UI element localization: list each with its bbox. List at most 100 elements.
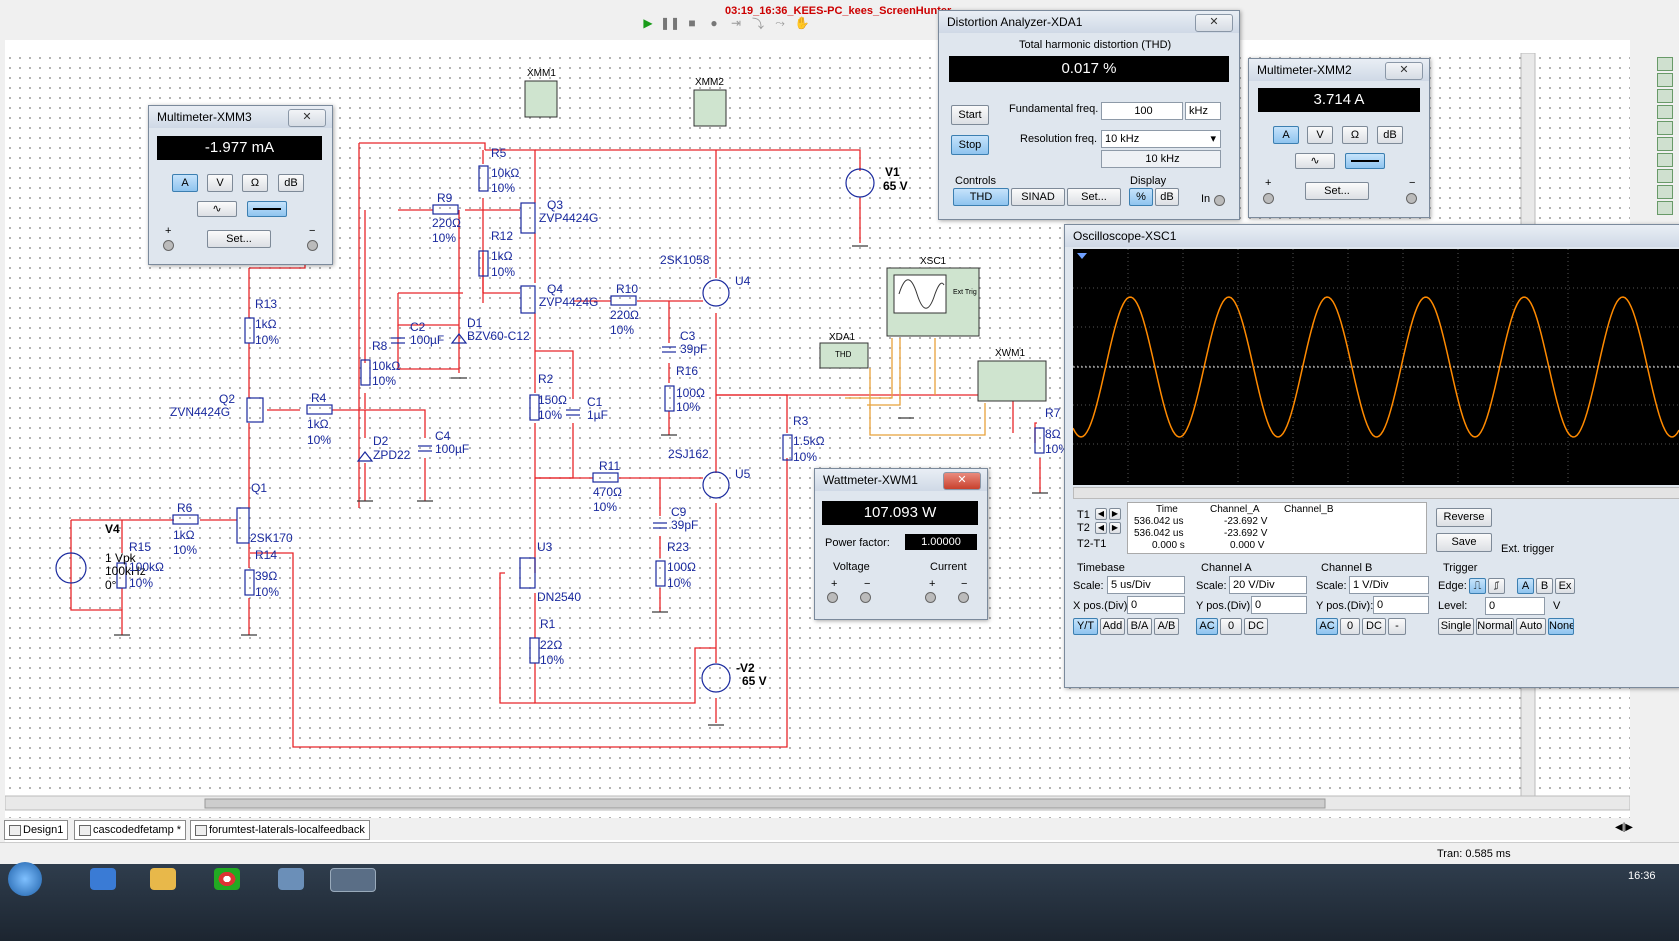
xda1-res-select[interactable]: 10 kHz ▾ xyxy=(1101,130,1221,148)
xmm2-ammeter-button[interactable]: A xyxy=(1273,126,1299,144)
cha-zero-button[interactable]: 0 xyxy=(1220,618,1242,635)
close-icon[interactable]: ✕ xyxy=(288,109,326,127)
close-icon[interactable]: ✕ xyxy=(1385,62,1423,80)
instrument-tool-icon[interactable] xyxy=(1657,153,1673,167)
instrument-tool-icon[interactable] xyxy=(1657,169,1673,183)
tab-forumtest[interactable]: forumtest-laterals-localfeedback xyxy=(190,820,370,840)
xda1-titlebar[interactable]: Distortion Analyzer-XDA1 ✕ xyxy=(939,11,1239,33)
scope-add-button[interactable]: Add xyxy=(1100,618,1125,635)
scope-ab-button[interactable]: A/B xyxy=(1154,618,1179,635)
xwm1-instrument[interactable] xyxy=(977,360,1047,402)
t2-left-arrow-icon[interactable]: ◀ xyxy=(1095,522,1107,534)
xmm2-dc-button[interactable] xyxy=(1345,153,1385,169)
instrument-tool-icon[interactable] xyxy=(1657,137,1673,151)
pause-icon[interactable]: ❚❚ xyxy=(659,16,681,30)
instrument-tool-icon[interactable] xyxy=(1657,185,1673,199)
cursor-t1-icon[interactable] xyxy=(1077,253,1087,259)
chrome-icon[interactable] xyxy=(214,868,240,890)
xmm2-set-button[interactable]: Set... xyxy=(1305,182,1369,200)
trigger-single-button[interactable]: Single xyxy=(1438,618,1474,635)
folder-icon[interactable] xyxy=(150,868,176,890)
chb-zero-button[interactable]: 0 xyxy=(1340,618,1360,635)
xmm3-ammeter-button[interactable]: A xyxy=(172,174,198,192)
chb-ac-button[interactable]: AC xyxy=(1316,618,1338,635)
xda1-set-button[interactable]: Set... xyxy=(1067,188,1121,206)
xmm3-titlebar[interactable]: Multimeter-XMM3 ✕ xyxy=(149,106,332,128)
multisim-icon[interactable] xyxy=(330,868,376,892)
instrument-tool-icon[interactable] xyxy=(1657,73,1673,87)
trigger-b-button[interactable]: B xyxy=(1536,578,1553,594)
xmm3-db-button[interactable]: dB xyxy=(278,174,304,192)
level-input[interactable]: 0 xyxy=(1485,597,1545,615)
media-player-icon[interactable] xyxy=(90,868,116,890)
xda1-thd-button[interactable]: THD xyxy=(953,188,1009,206)
chb-dash-button[interactable]: - xyxy=(1388,618,1406,635)
browser-icon[interactable] xyxy=(278,868,304,890)
tb-scale-input[interactable]: 5 us/Div xyxy=(1107,576,1185,594)
rising-edge-icon[interactable]: ⎍ xyxy=(1469,578,1486,594)
scope-ba-button[interactable]: B/A xyxy=(1127,618,1152,635)
instrument-tool-icon[interactable] xyxy=(1657,89,1673,103)
stop-icon[interactable]: ■ xyxy=(688,16,696,30)
run-icon[interactable]: ▶ xyxy=(643,16,653,30)
xmm2-titlebar[interactable]: Multimeter-XMM2 ✕ xyxy=(1249,59,1429,81)
probe-icon[interactable]: ✋ xyxy=(794,16,810,30)
xda1-db-button[interactable]: dB xyxy=(1155,188,1179,206)
scope-reverse-button[interactable]: Reverse xyxy=(1436,508,1492,527)
scope-titlebar[interactable]: Oscilloscope-XSC1 xyxy=(1065,225,1679,247)
cha-ypos-input[interactable]: 0 xyxy=(1251,596,1307,614)
xda1-percent-button[interactable]: % xyxy=(1129,188,1153,206)
trigger-normal-button[interactable]: Normal xyxy=(1476,618,1514,635)
scope-yt-button[interactable]: Y/T xyxy=(1073,618,1098,635)
xda1-fund-unit[interactable]: kHz xyxy=(1185,102,1221,120)
tab-scroll-arrows-icon[interactable]: ◀|▶ xyxy=(1615,822,1633,833)
xda1-start-button[interactable]: Start xyxy=(951,105,989,125)
xmm3-ac-button[interactable]: ∿ xyxy=(197,201,237,217)
instrument-tool-icon[interactable] xyxy=(1657,57,1673,71)
scope-save-button[interactable]: Save xyxy=(1436,533,1492,552)
xmm2-ac-button[interactable]: ∿ xyxy=(1295,153,1335,169)
t1-right-arrow-icon[interactable]: ▶ xyxy=(1109,508,1121,520)
t2-right-arrow-icon[interactable]: ▶ xyxy=(1109,522,1121,534)
step-forward-icon[interactable]: ⇥ xyxy=(730,16,742,30)
chb-dc-button[interactable]: DC xyxy=(1362,618,1386,635)
step-icon[interactable]: ● xyxy=(710,16,718,30)
trigger-auto-button[interactable]: Auto xyxy=(1516,618,1546,635)
xmm2-voltmeter-button[interactable]: V xyxy=(1307,126,1333,144)
xmm1-instrument[interactable] xyxy=(524,80,558,118)
trigger-a-button[interactable]: A xyxy=(1517,578,1534,594)
horizontal-scroll-thumb[interactable] xyxy=(204,798,1326,809)
trigger-ext-button[interactable]: Ex xyxy=(1555,578,1575,594)
step-into-icon[interactable]: ⤵ xyxy=(751,16,764,31)
cha-ac-button[interactable]: AC xyxy=(1196,618,1218,635)
xmm2-instrument[interactable] xyxy=(693,89,727,127)
instrument-tool-icon[interactable] xyxy=(1657,105,1673,119)
t1-left-arrow-icon[interactable]: ◀ xyxy=(1095,508,1107,520)
xmm3-voltmeter-button[interactable]: V xyxy=(207,174,233,192)
trigger-none-button[interactable]: None xyxy=(1548,618,1574,635)
xmm2-ohmmeter-button[interactable]: Ω xyxy=(1342,126,1368,144)
cha-dc-button[interactable]: DC xyxy=(1244,618,1268,635)
xmm3-set-button[interactable]: Set... xyxy=(207,230,271,248)
instrument-tool-icon[interactable] xyxy=(1657,201,1673,215)
xda1-sinad-button[interactable]: SINAD xyxy=(1011,188,1065,206)
close-icon[interactable]: ✕ xyxy=(1195,14,1233,32)
xmm3-ohmmeter-button[interactable]: Ω xyxy=(242,174,268,192)
cha-scale-input[interactable]: 20 V/Div xyxy=(1229,576,1307,594)
tab-cascodedfetamp[interactable]: cascodedfetamp * xyxy=(74,820,187,840)
xmm2-db-button[interactable]: dB xyxy=(1377,126,1403,144)
scope-scrollbar[interactable] xyxy=(1073,487,1679,499)
falling-edge-icon[interactable]: ⎎ xyxy=(1488,578,1505,594)
xda1-fund-input[interactable]: 100 xyxy=(1101,102,1183,120)
chb-ypos-input[interactable]: 0 xyxy=(1373,596,1429,614)
xda1-instrument[interactable] xyxy=(819,342,869,369)
xpos-input[interactable]: 0 xyxy=(1127,596,1185,614)
tab-design1[interactable]: Design1 xyxy=(4,820,69,840)
xwm1-titlebar[interactable]: Wattmeter-XWM1 ✕ xyxy=(815,469,987,491)
xda1-stop-button[interactable]: Stop xyxy=(951,135,989,155)
start-button-icon[interactable] xyxy=(8,862,42,896)
instrument-tool-icon[interactable] xyxy=(1657,121,1673,135)
xmm3-dc-button[interactable] xyxy=(247,201,287,217)
chb-scale-input[interactable]: 1 V/Div xyxy=(1349,576,1429,594)
close-icon[interactable]: ✕ xyxy=(943,472,981,490)
